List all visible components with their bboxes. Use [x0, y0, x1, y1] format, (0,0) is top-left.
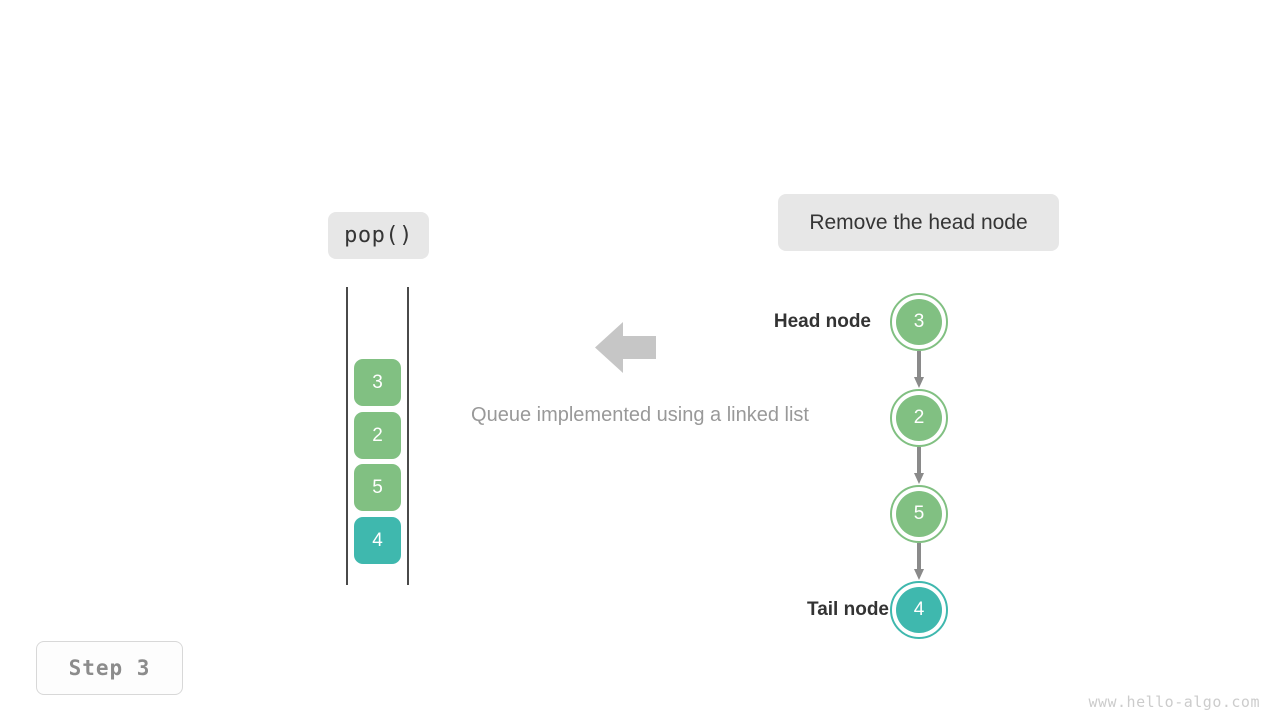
link-arrow-icon — [914, 447, 924, 484]
tail-node-label: Tail node — [807, 599, 889, 620]
list-node-value: 5 — [896, 491, 942, 537]
queue-cell: 3 — [354, 359, 401, 406]
queue-container: 3 2 5 4 — [340, 285, 414, 587]
link-arrow-icon — [914, 351, 924, 388]
queue-left-rail — [346, 287, 348, 585]
list-node-value: 2 — [896, 395, 942, 441]
list-node: 3 — [890, 293, 948, 351]
list-node: 5 — [890, 485, 948, 543]
caption-text: Queue implemented using a linked list — [471, 404, 809, 426]
list-node-value: 3 — [896, 299, 942, 345]
queue-cell: 4 — [354, 517, 401, 564]
linked-list-container: Head node Tail node 3 2 5 4 — [750, 285, 980, 645]
link-arrow-icon — [914, 543, 924, 580]
operation-label: pop() — [328, 212, 429, 259]
left-arrow-icon — [595, 322, 656, 373]
watermark-text: www.hello-algo.com — [1088, 693, 1260, 711]
list-node: 2 — [890, 389, 948, 447]
step-badge: Step 3 — [36, 641, 183, 695]
queue-cell: 5 — [354, 464, 401, 511]
list-node-value: 4 — [896, 587, 942, 633]
queue-right-rail — [407, 287, 409, 585]
queue-cell: 2 — [354, 412, 401, 459]
list-node: 4 — [890, 581, 948, 639]
action-label: Remove the head node — [778, 194, 1059, 251]
head-node-label: Head node — [773, 311, 871, 332]
